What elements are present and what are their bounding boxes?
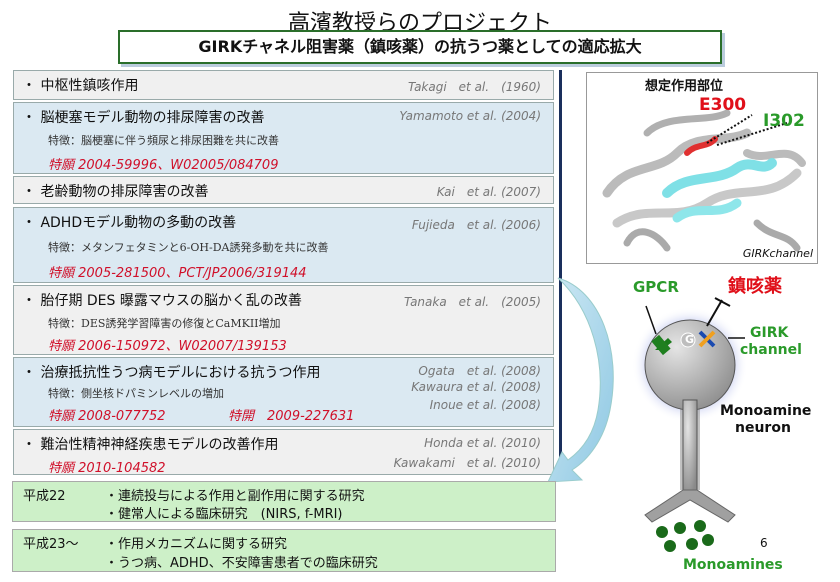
finding-head: ・ 胎仔期 DES 曝露マウスの脳かく乱の改善 xyxy=(22,293,302,309)
list-bracket xyxy=(553,70,562,474)
patent-text: 特願 2006-150972、W02007/139153 xyxy=(48,339,287,354)
page-number: 6 xyxy=(760,536,768,550)
patent-text: 特願 2008-077752 xyxy=(48,409,166,424)
plan-box: 平成23～ ・作用メカニズムに関する研究 ・うつ病、ADHD、不安障害患者での臨… xyxy=(12,529,556,572)
plan-year: 平成23～ xyxy=(23,537,79,552)
curved-arrow-icon xyxy=(547,277,614,483)
citation: Kai et al. (2007) xyxy=(436,185,541,199)
protein-structure-panel: 想定作用部位 E300 I302 GIRKchannel xyxy=(586,72,818,264)
finding-head: ・ 老齢動物の排尿障害の改善 xyxy=(22,184,209,200)
plan-line: ・作用メカニズムに関する研究 xyxy=(105,537,288,552)
monoamines-label: Monoamines xyxy=(683,557,783,573)
finding-head: ・ 治療抵抗性うつ病モデルにおける抗うつ作用 xyxy=(22,365,321,381)
citation: Takagi et al. (1960) xyxy=(408,80,541,94)
feature-text: 特徴：側坐核ドパミンレベルの増加 xyxy=(48,387,224,400)
neuron-label: Monoamine xyxy=(720,403,812,419)
residue-i302: I302 xyxy=(763,111,805,131)
citation: Ogata et al. (2008) xyxy=(418,364,541,378)
citation: Kawaura et al. (2008) xyxy=(411,380,541,394)
plan-line: ・うつ病、ADHD、不安障害患者での臨床研究 xyxy=(105,556,378,571)
finding-item: ・ 中枢性鎮咳作用 Takagi et al. (1960) xyxy=(13,70,554,100)
citation: Fujieda et al. (2006) xyxy=(411,218,541,232)
protein-structure-image xyxy=(602,109,806,252)
citation: Kawakami et al. (2010) xyxy=(393,456,541,470)
finding-item: ・ 治療抵抗性うつ病モデルにおける抗うつ作用 Ogata et al. (200… xyxy=(13,357,554,427)
finding-head: ・ 脳梗塞モデル動物の排尿障害の改善 xyxy=(22,110,265,126)
finding-head: ・ 難治性精神神経疾患モデルの改善作用 xyxy=(22,437,279,453)
finding-item: ・ ADHDモデル動物の多動の改善 Fujieda et al. (2006) … xyxy=(13,207,554,283)
citation: Tanaka et al. (2005) xyxy=(404,295,541,309)
finding-item: ・ 老齢動物の排尿障害の改善 Kai et al. (2007) xyxy=(13,176,554,204)
site-label: 想定作用部位 xyxy=(645,79,724,94)
g-protein-label: G xyxy=(685,333,695,346)
subtitle-box: GIRKチャネル阻害薬（鎮咳薬）の抗うつ薬としての適応拡大 xyxy=(118,30,722,64)
plan-line: ・連続投与による作用と副作用に関する研究 xyxy=(105,489,365,504)
patent-text: 特願 2004-59996、W02005/084709 xyxy=(48,158,279,173)
girk-label: GIRK xyxy=(750,325,789,341)
citation: Inoue et al. (2008) xyxy=(429,398,541,412)
plan-line: ・健常人による臨床研究 (NIRS, f-MRI) xyxy=(105,507,343,522)
finding-item: ・ 胎仔期 DES 曝露マウスの脳かく乱の改善 Tanaka et al. (2… xyxy=(13,285,554,355)
gpcr-label: GPCR xyxy=(633,278,679,296)
finding-item: ・ 難治性精神神経疾患モデルの改善作用 Honda et al. (2010) … xyxy=(13,429,554,476)
feature-text: 特徴：脳梗塞に伴う頻尿と排尿困難を共に改善 xyxy=(48,134,279,147)
channel-label: channel xyxy=(740,342,802,358)
plan-year: 平成22 xyxy=(23,489,66,504)
finding-head: ・ ADHDモデル動物の多動の改善 xyxy=(22,215,237,231)
neuron-label-2: neuron xyxy=(735,420,791,436)
plan-box: 平成22 ・連続投与による作用と副作用に関する研究 ・健常人による臨床研究 (N… xyxy=(12,481,556,522)
feature-text: 特徴：メタンフェタミンと6-OH-DA誘発多動を共に改善 xyxy=(48,241,329,254)
patent-text: 特願 2005-281500、PCT/JP2006/319144 xyxy=(48,266,307,281)
finding-item: ・ 脳梗塞モデル動物の排尿障害の改善 Yamamoto et al. (2004… xyxy=(13,102,554,174)
finding-head: ・ 中枢性鎮咳作用 xyxy=(22,78,139,94)
protein-caption: GIRKchannel xyxy=(742,247,813,260)
citation: Yamamoto et al. (2004) xyxy=(399,109,541,123)
drug-label: 鎮咳薬 xyxy=(728,276,782,297)
subtitle: GIRKチャネル阻害薬（鎮咳薬）の抗うつ薬としての適応拡大 xyxy=(198,37,642,56)
citation: Honda et al. (2010) xyxy=(424,436,541,450)
patent-text: 特願 2010-104582 xyxy=(48,461,166,476)
neuron-diagram xyxy=(632,297,748,552)
feature-text: 特徴：DES誘発学習障害の修復とCaMKII増加 xyxy=(48,317,281,330)
residue-e300: E300 xyxy=(699,95,747,115)
patent-text: 特開 2009-227631 xyxy=(228,409,355,424)
